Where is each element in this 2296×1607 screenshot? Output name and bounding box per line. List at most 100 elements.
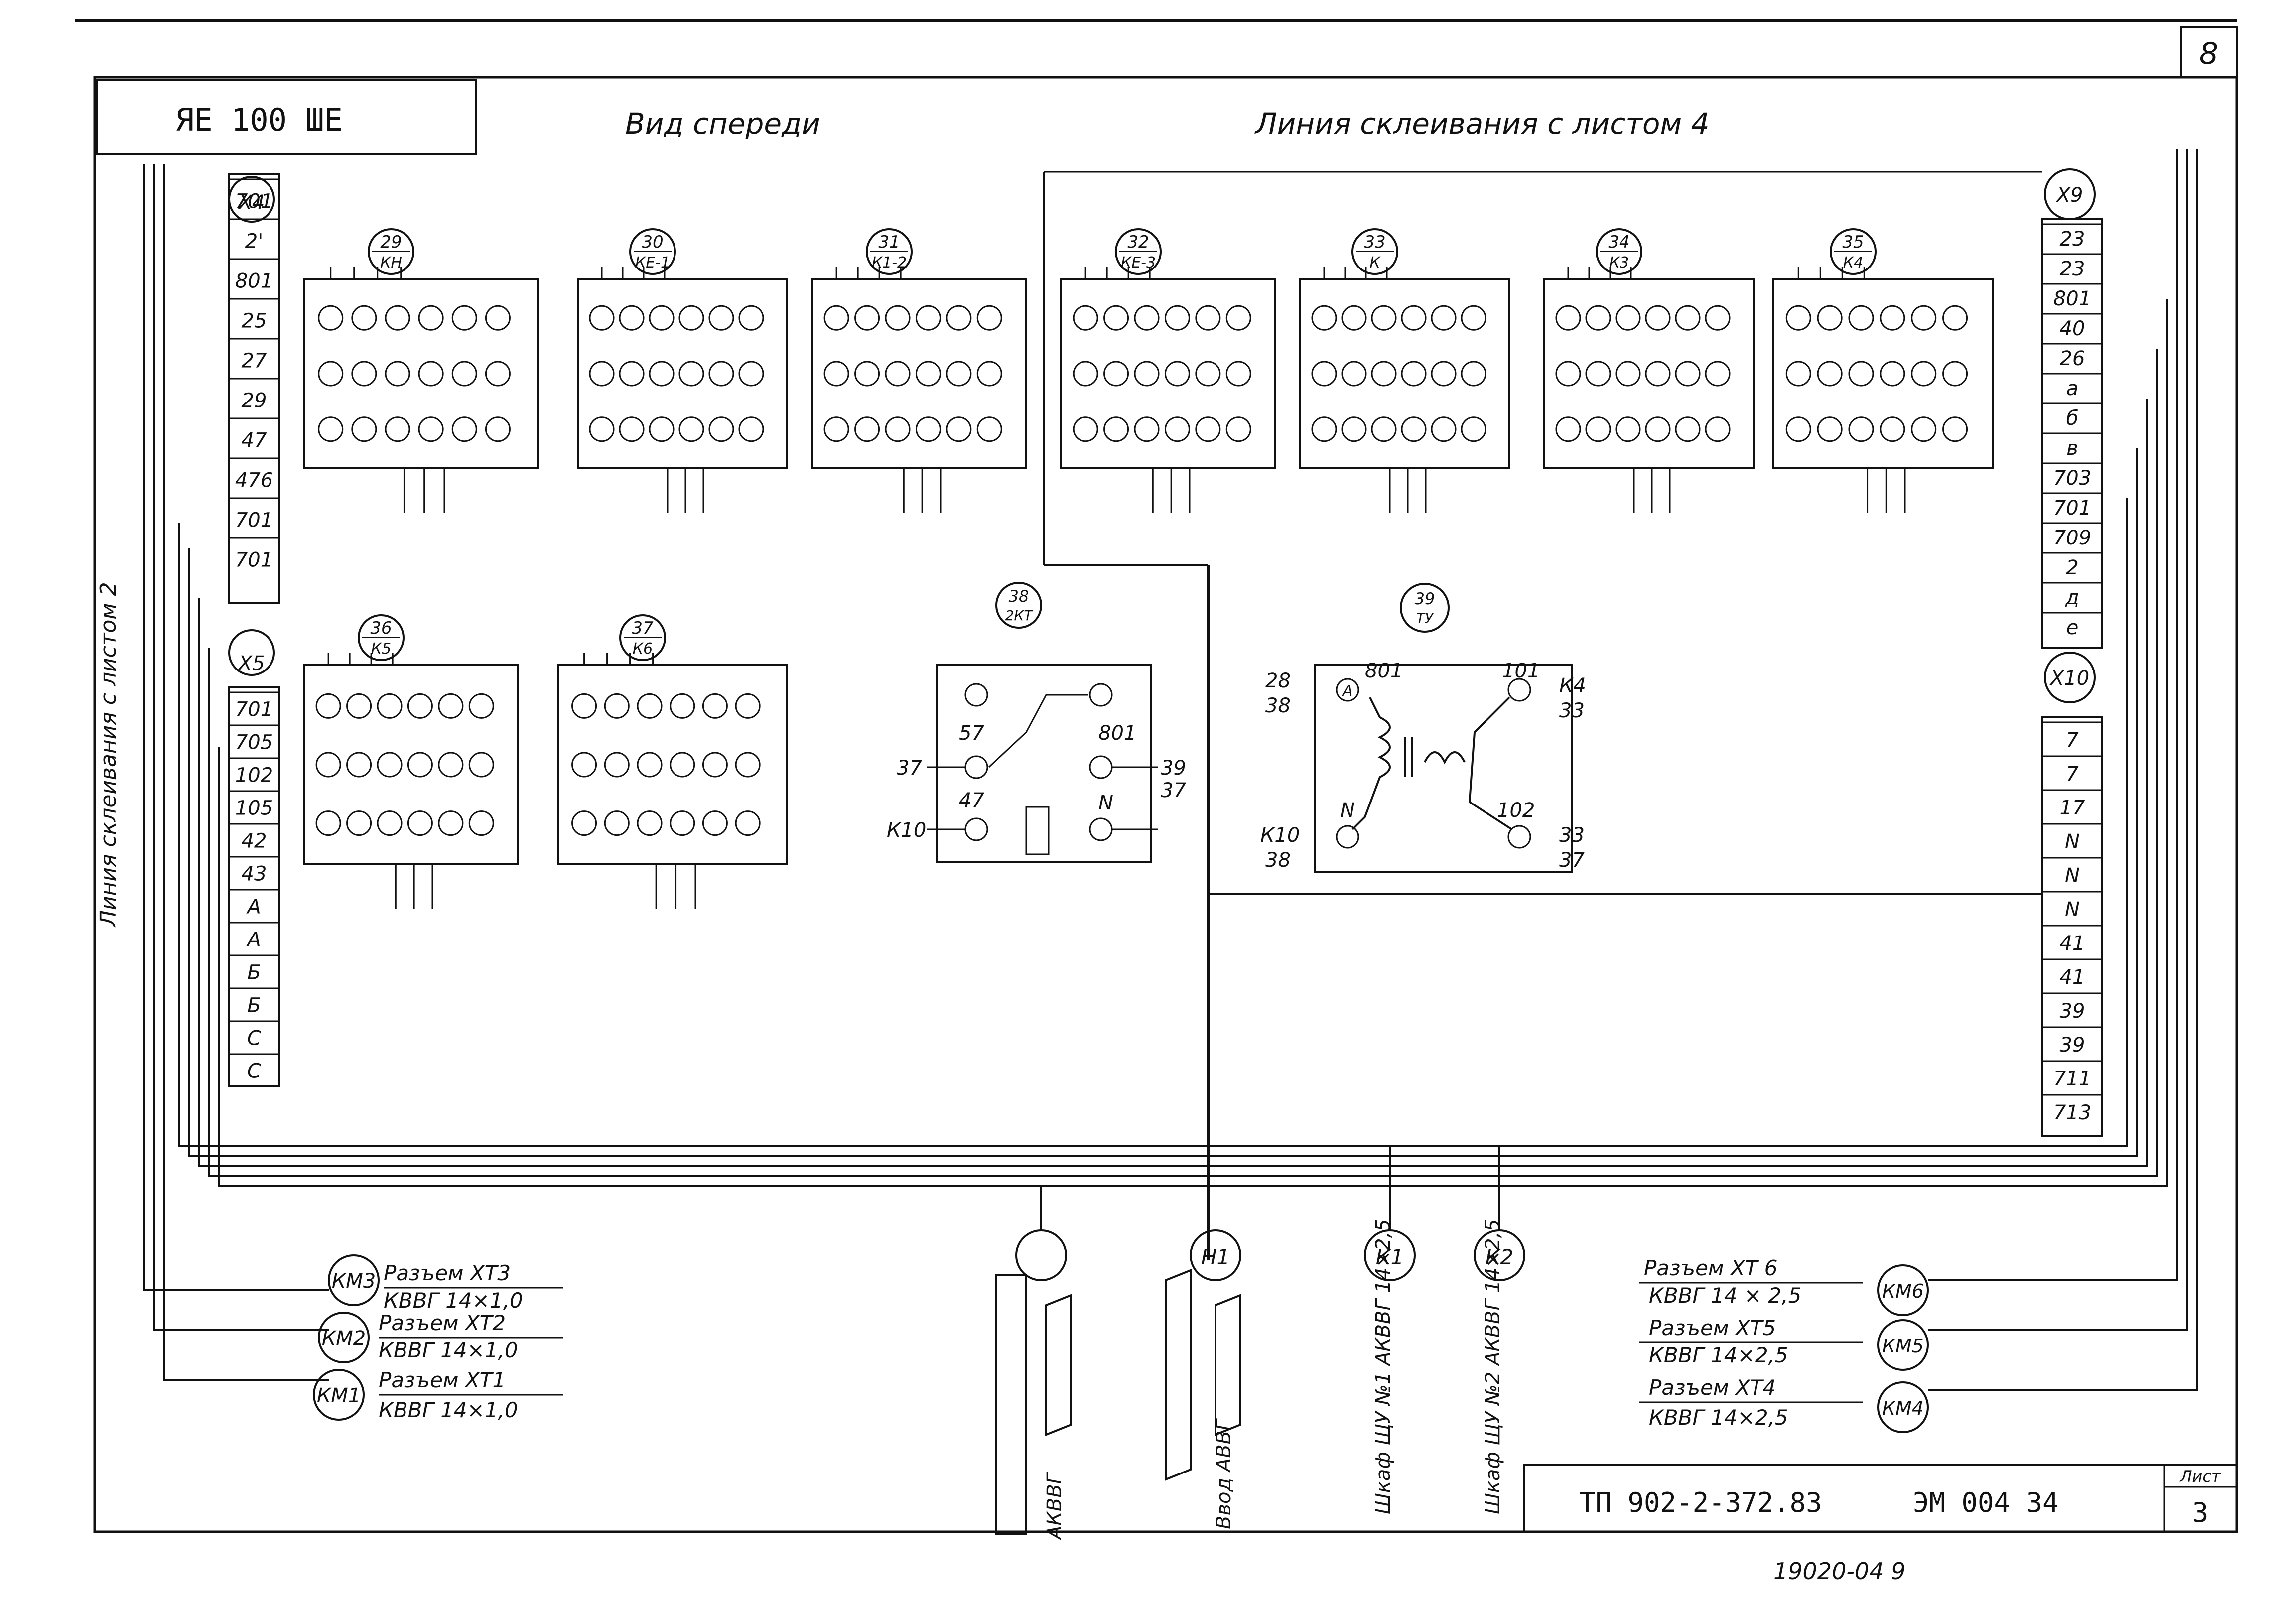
- connector-top: Разъем ХТ2: [379, 1311, 506, 1335]
- connector-id: КМ2: [322, 1327, 366, 1350]
- terminal-row-label: 105: [235, 797, 273, 820]
- connector-id: КМ4: [1882, 1397, 1924, 1419]
- timer-label: 57: [959, 722, 984, 745]
- wire-bundle: [143, 149, 2198, 1391]
- connector-bottom: КВВГ 14×2,5: [1649, 1343, 1788, 1367]
- timer-label: 801: [1098, 722, 1136, 745]
- side-glue-label: Линия склеивания с листом 2: [96, 582, 121, 928]
- relay-id: 31: [878, 232, 900, 252]
- terminal-row-label: С: [247, 1060, 261, 1083]
- terminal-row-label: б: [2066, 407, 2079, 430]
- terminal-row-label: N: [2065, 864, 2080, 887]
- connector-top: Разъем ХТ4: [1649, 1375, 1776, 1400]
- relay-id: 30: [642, 232, 663, 252]
- terminal-row-label: А: [246, 896, 261, 919]
- terminal-row-label: 25: [242, 310, 267, 333]
- title-block: ТП 902-2-372.83 ЭМ 004 34 Лист 3 19020-0…: [1523, 1464, 2238, 1585]
- terminal-row-label: Б: [247, 961, 261, 984]
- transformer-label: N: [1340, 799, 1355, 822]
- terminal-row-label: 29: [242, 390, 267, 412]
- doc-number: ЭМ 004 34: [1913, 1487, 2059, 1518]
- transformer-label: 801: [1365, 660, 1403, 682]
- relay-tag: 2КТ: [1005, 607, 1034, 624]
- terminal-row-label: А: [246, 929, 261, 951]
- connector-id: КМ6: [1882, 1280, 1924, 1302]
- terminal-row-label: 709: [2053, 527, 2091, 549]
- connector-bottom: КВВГ 14×1,0: [384, 1288, 523, 1313]
- terminal-row-label: 801: [2053, 287, 2091, 310]
- relay-tag: К6: [633, 640, 653, 658]
- relay-id: 38: [1009, 587, 1029, 606]
- cable-text: Шкаф ЩУ №2 АКВВГ 14×2,5: [1482, 1219, 1504, 1514]
- terminal-row-label: 102: [235, 764, 273, 787]
- terminal-row-label: N: [2065, 898, 2080, 921]
- cable-text: Ввод АВВГ: [1213, 1418, 1235, 1529]
- cable-text: АКВВГ: [1043, 1472, 1066, 1541]
- terminal-row-label: е: [2066, 616, 2079, 639]
- terminal-row-label: 701: [2053, 497, 2091, 520]
- cable-text: Шкаф ЩУ №1 АКВВГ 14×2,5: [1372, 1219, 1395, 1514]
- terminal-row-label: 39: [2060, 1000, 2085, 1023]
- terminal-tag: Х10: [2049, 667, 2089, 690]
- transformer-label: А: [1342, 682, 1353, 700]
- terminal-row-label: 26: [2060, 347, 2085, 370]
- connector-top: Разъем ХТ3: [384, 1261, 511, 1285]
- terminal-row-label: 39: [2060, 1034, 2085, 1057]
- connector-bottom: КВВГ 14×1,0: [379, 1398, 518, 1422]
- terminal-row-label: 801: [235, 270, 273, 293]
- doc-code: ТП 902-2-372.83: [1579, 1487, 1822, 1518]
- terminal-row-label: Б: [247, 994, 261, 1017]
- timer-label: 37: [1161, 779, 1186, 802]
- connector-bottom: КВВГ 14×1,0: [379, 1338, 518, 1362]
- terminal-row-label: 701: [235, 698, 273, 721]
- cable-entries: АКВВГ Н1 Ввод АВВГ К1 Шкаф ЩУ №1 АКВВГ 1…: [995, 1146, 1525, 1541]
- terminal-row-label: 703: [2053, 467, 2091, 490]
- terminal-row-label: в: [2066, 437, 2078, 460]
- terminal-row-label: 27: [242, 350, 267, 373]
- terminal-row-label: 701: [235, 509, 273, 532]
- relay-id: 37: [632, 618, 654, 638]
- relay-id: 29: [380, 232, 402, 252]
- page-number-box: [2180, 26, 2238, 78]
- connector-bottom: КВВГ 14 × 2,5: [1649, 1283, 1801, 1308]
- sheet-label: Лист: [2179, 1467, 2221, 1486]
- stamp-code: ЯЕ 100 ШЕ: [175, 102, 343, 138]
- transformer-label: 102: [1497, 799, 1535, 822]
- transformer-label: К10: [1260, 824, 1300, 847]
- stamp-box: [96, 79, 477, 155]
- transformer-label: К4: [1559, 674, 1586, 697]
- relay-id: 36: [370, 618, 392, 638]
- relay-id: 39: [1415, 589, 1435, 608]
- relay-id: 33: [1364, 232, 1385, 252]
- page-number: 8: [2199, 36, 2218, 71]
- terminal-row-label: 23: [2060, 228, 2085, 251]
- transformer-label: 33: [1559, 699, 1585, 722]
- terminal-row-label: д: [2065, 586, 2079, 609]
- front-view-title: Вид спереди: [625, 107, 820, 140]
- terminal-row-label: 41: [2060, 932, 2085, 955]
- drawing-frame: [93, 76, 2238, 1533]
- terminal-row-label: 43: [242, 863, 267, 886]
- relay-tag: К3: [1609, 254, 1629, 271]
- terminal-tag: Х4: [238, 191, 265, 214]
- relay-id: 35: [1842, 232, 1864, 252]
- terminal-row-label: 7: [2066, 729, 2079, 752]
- terminal-row-label: 42: [242, 830, 267, 853]
- transformer-label: 37: [1559, 849, 1585, 872]
- timer-label: 37: [897, 757, 922, 780]
- connector-top: Разъем ХТ1: [379, 1368, 506, 1392]
- transformer-ty: А 801 101 К4 33 N 102 33 37 28 38 К10 38…: [1260, 583, 1586, 873]
- terminal-row-label: а: [2066, 377, 2079, 400]
- terminal-row-label: 2: [2066, 556, 2078, 579]
- terminal-row-label: 701: [235, 549, 273, 572]
- cable-id: Н1: [1201, 1245, 1230, 1269]
- terminal-row-label: 40: [2060, 317, 2085, 340]
- relay-block: 33К: [1299, 228, 1510, 513]
